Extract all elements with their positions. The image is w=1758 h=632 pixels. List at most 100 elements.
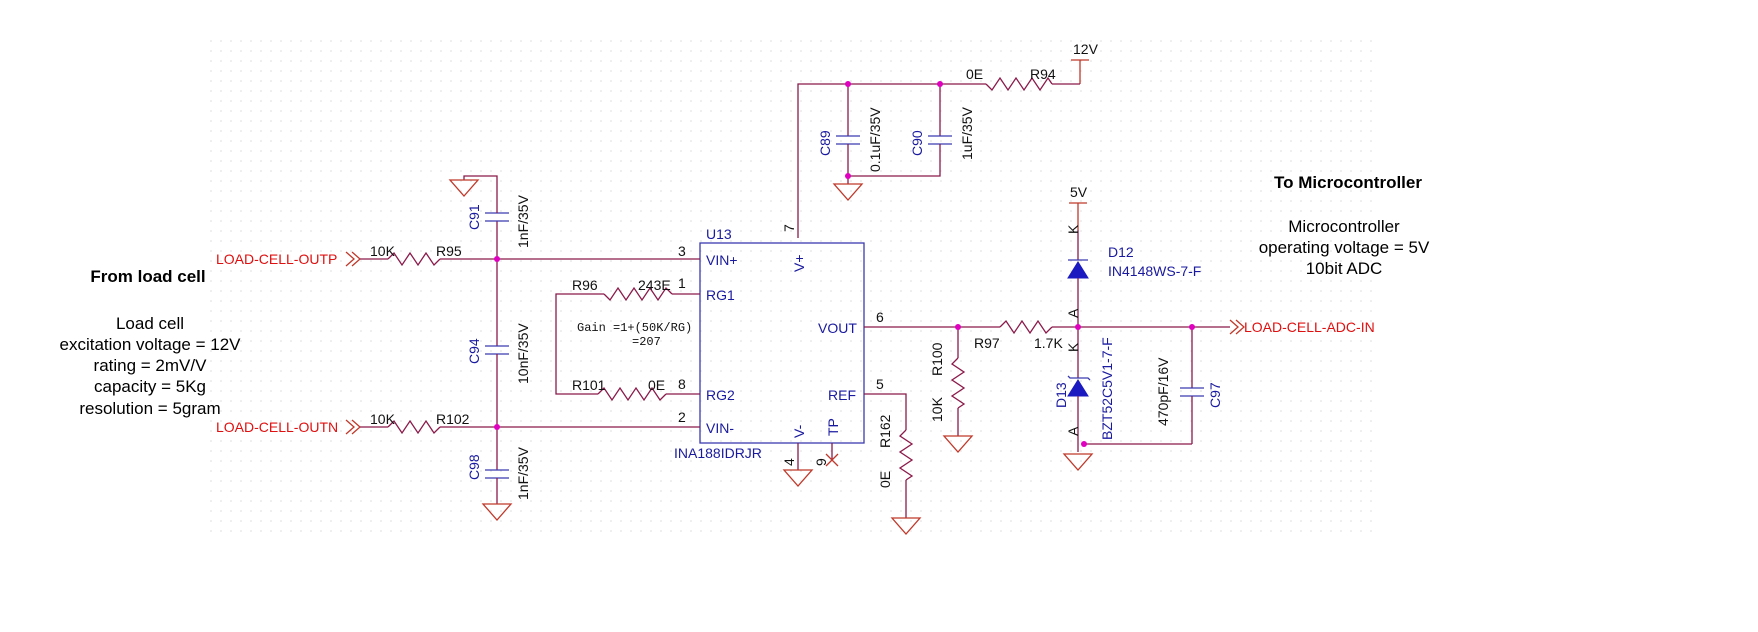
u13-ref: U13 — [706, 226, 732, 242]
r162-value: 0E — [877, 471, 893, 488]
c94-ref: C94 — [466, 338, 482, 364]
net-label-outp: LOAD-CELL-OUTP — [216, 251, 337, 267]
r102-value: 10K — [370, 411, 396, 427]
c89-value: 0.1uF/35V — [867, 107, 883, 172]
ground-vminus — [782, 469, 814, 487]
resistor-r94: R94 0E — [966, 66, 1056, 92]
note-left-line-0: Load cell — [116, 314, 184, 333]
gain-note-line1: Gain =1+(50K/RG) — [577, 321, 692, 335]
pin-8-number: 8 — [678, 376, 686, 392]
c89-ref: C89 — [817, 130, 833, 156]
pin-vminus-label: V- — [791, 424, 807, 438]
note-right-line-2: 10bit ADC — [1306, 259, 1383, 278]
note-to-microcontroller: To Microcontroller Microcontroller opera… — [1259, 173, 1430, 278]
ground-r162 — [890, 517, 922, 535]
capacitor-c91: C91 1nF/35V — [463, 175, 531, 259]
r100-ref: R100 — [929, 342, 945, 376]
pin-vout-label: VOUT — [818, 320, 857, 336]
d12-ref: D12 — [1108, 244, 1134, 260]
note-right-line-0: Microcontroller — [1288, 217, 1400, 236]
u13-part: INA188IDRJR — [674, 445, 762, 461]
ground-c89 — [832, 183, 864, 201]
pin-9-number: 9 — [813, 458, 829, 466]
note-left-line-4: resolution = 5gram — [79, 399, 220, 418]
r95-value: 10K — [370, 243, 396, 259]
r162-ref: R162 — [877, 414, 893, 448]
d12-k: K — [1065, 224, 1081, 234]
gain-note: Gain =1+(50K/RG) =207 — [577, 321, 692, 349]
net-label-adc: LOAD-CELL-ADC-IN — [1244, 319, 1375, 335]
ground-c91 — [448, 179, 480, 197]
diode-d13: K A D13 BZT52C5V1-7-F — [1053, 327, 1115, 452]
d13-value: BZT52C5V1-7-F — [1099, 337, 1115, 440]
r95-ref: R95 — [436, 243, 462, 259]
pin-vinn-label: VIN- — [706, 420, 734, 436]
r101-ref: R101 — [572, 377, 606, 393]
pin-vinp-label: VIN+ — [706, 252, 738, 268]
resistor-r100: R100 10K — [929, 327, 966, 436]
pin-2-number: 2 — [678, 409, 686, 425]
note-left-line-3: capacity = 5Kg — [94, 377, 206, 396]
c97-ref: C97 — [1207, 382, 1223, 408]
c90-ref: C90 — [909, 130, 925, 156]
note-left-line-1: excitation voltage = 12V — [60, 335, 242, 354]
d13-k: K — [1065, 342, 1081, 352]
r101-value: 0E — [648, 377, 665, 393]
r94-ref: R94 — [1030, 66, 1056, 82]
note-right-heading: To Microcontroller — [1274, 173, 1422, 192]
resistor-r162: R162 0E — [877, 414, 914, 518]
pin-rg2-label: RG2 — [706, 387, 735, 403]
ic-u13: U13 INA188IDRJR VIN+ RG1 RG2 VIN- VOUT R… — [674, 224, 884, 466]
c90-value: 1uF/35V — [959, 106, 975, 160]
resistor-r95: 10K R95 — [370, 243, 462, 267]
c98-value: 1nF/35V — [515, 446, 531, 500]
note-right-line-1: operating voltage = 5V — [1259, 238, 1430, 257]
supply-12v: 12V — [1071, 41, 1099, 84]
capacitor-c98: C98 1nF/35V — [466, 427, 531, 504]
supply-5v: 5V — [1069, 184, 1088, 230]
ground-r100 — [942, 435, 974, 453]
pin-5-number: 5 — [876, 376, 884, 392]
r102-ref: R102 — [436, 411, 470, 427]
pin-rg1-label: RG1 — [706, 287, 735, 303]
resistor-r101: R101 0E — [572, 377, 667, 402]
pin-1-number: 1 — [678, 275, 686, 291]
tp-no-connect — [825, 453, 839, 467]
supply-5v-label: 5V — [1070, 184, 1088, 200]
d12-value: IN4148WS-7-F — [1108, 263, 1201, 279]
c91-ref: C91 — [466, 204, 482, 230]
supply-12v-label: 12V — [1073, 41, 1099, 57]
note-left-line-2: rating = 2mV/V — [94, 356, 208, 375]
r97-value: 1.7K — [1034, 335, 1063, 351]
port-arrow-adc — [1229, 319, 1245, 335]
pin-3-number: 3 — [678, 243, 686, 259]
capacitor-c97: 470pF/16V C97 — [1155, 327, 1223, 444]
pin-7-number: 7 — [781, 224, 797, 232]
c97-value: 470pF/16V — [1155, 357, 1171, 426]
capacitor-c94: C94 10nF/35V — [466, 259, 531, 427]
pin-ref-label: REF — [828, 387, 856, 403]
pin-4-number: 4 — [781, 458, 797, 466]
d13-a: A — [1065, 426, 1081, 436]
note-left-heading: From load cell — [90, 267, 205, 286]
r97-ref: R97 — [974, 335, 1000, 351]
note-from-load-cell: From load cell Load cell excitation volt… — [60, 267, 242, 418]
resistor-r97: R97 1.7K — [974, 319, 1063, 351]
pin-6-number: 6 — [876, 309, 884, 325]
d13-ref: D13 — [1053, 382, 1069, 408]
grid-background — [210, 40, 1380, 540]
r96-value: 243E — [638, 277, 671, 293]
ground-c98 — [481, 503, 513, 521]
resistor-r96: R96 243E — [572, 277, 673, 302]
gain-note-line2: =207 — [632, 335, 661, 349]
capacitor-c90: C90 1uF/35V — [848, 84, 975, 177]
c98-ref: C98 — [466, 454, 482, 480]
pin-tp-label: TP — [825, 418, 841, 436]
c94-value: 10nF/35V — [515, 323, 531, 384]
net-label-outn: LOAD-CELL-OUTN — [216, 419, 338, 435]
d12-a: A — [1065, 308, 1081, 318]
capacitor-c89: C89 0.1uF/35V — [817, 84, 883, 176]
c91-value: 1nF/35V — [515, 194, 531, 248]
resistor-r102: 10K R102 — [370, 411, 470, 435]
